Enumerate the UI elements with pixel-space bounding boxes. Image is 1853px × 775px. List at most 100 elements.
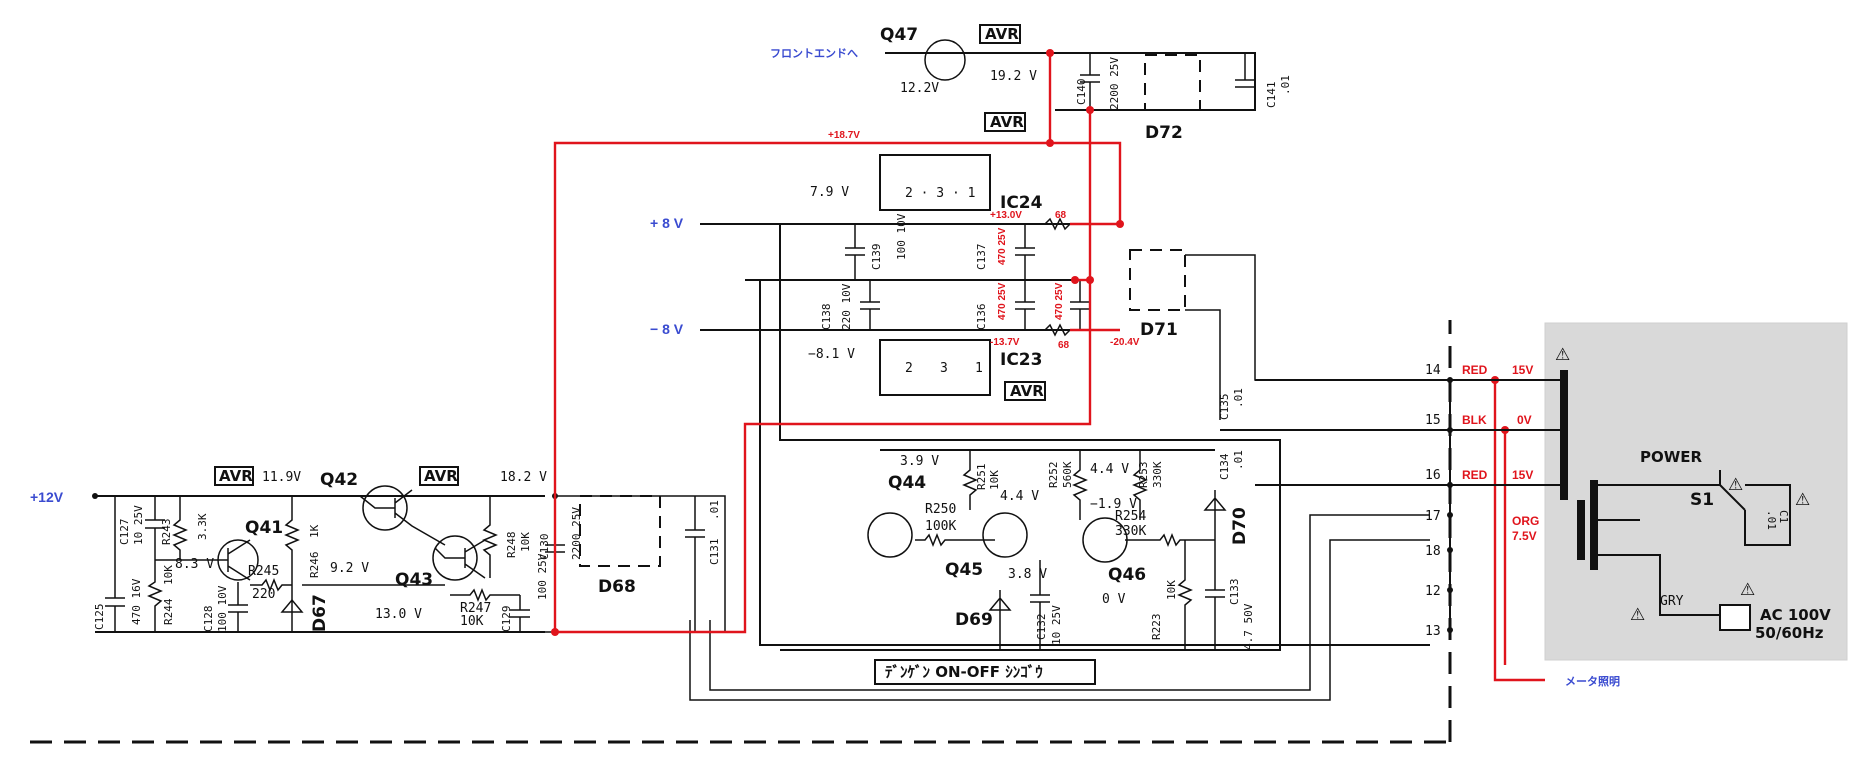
r245-value: 220 <box>252 587 275 602</box>
rail-minus8-label: − 8 V <box>650 321 684 337</box>
r247-label: R247 <box>460 601 491 616</box>
r246-value: 1K <box>308 524 321 538</box>
c141-value: .01 <box>1279 75 1292 95</box>
q41-v83: 8.3 V <box>175 557 214 572</box>
r252-label: R252 <box>1047 462 1060 489</box>
q42-v92: 9.2 V <box>330 561 369 576</box>
avr-tag-q43: AVR <box>424 467 458 485</box>
s1-label: S1 <box>1690 490 1714 510</box>
connector: 14 15 16 17 18 12 13 RED BLK RED 15V 0V … <box>1220 363 1560 640</box>
pin-13: 13 <box>1425 624 1441 639</box>
c140-value: 2200 25V <box>1108 57 1121 110</box>
q46-label: Q46 <box>1108 565 1146 585</box>
r254-label: R254 <box>1115 509 1146 524</box>
q43-symbol <box>432 535 478 581</box>
r251-label: R251 <box>975 464 988 491</box>
power-label: POWER <box>1640 448 1703 466</box>
tap-15v-1: 15V <box>1512 363 1533 377</box>
gry-label: GRY <box>1660 594 1684 609</box>
q47-stage: フロントエンドへ Q47 AVR 12.2V 19.2 V AVR C140 2… <box>770 24 1292 143</box>
r253-value: 330K <box>1151 461 1164 488</box>
avr-tag-q47: AVR <box>985 25 1019 43</box>
dual-regulator: 2 · 3 · 1 IC24 2 3 1 IC23 AVR + 8 V − 8 … <box>650 154 1430 651</box>
ic24-v130: +13.0V <box>990 210 1022 221</box>
power-seq-label: ﾃﾞﾝｹﾞﾝ ON-OFF ｼﾝｺﾞｳ <box>885 663 1043 681</box>
c130-value: 2200 25V <box>570 507 583 560</box>
r248-value: 10K <box>519 532 532 552</box>
c132-value: 10 25V <box>1050 605 1063 645</box>
warn-3: ⚠ <box>1795 490 1810 510</box>
pin-12: 12 <box>1425 584 1441 599</box>
c128-value: 100 10V <box>216 585 229 632</box>
q43-label: Q43 <box>395 570 433 590</box>
c138-value: 220 10V <box>840 283 853 330</box>
r248-label: R248 <box>505 532 518 559</box>
wire-blk: BLK <box>1462 413 1487 427</box>
q43-v182: 18.2 V <box>500 470 547 485</box>
q45-label: Q45 <box>945 560 983 580</box>
c136-label: C136 <box>975 304 988 331</box>
r68a-label: 68 <box>1055 210 1067 221</box>
c1-label: C1 <box>1777 510 1790 523</box>
r68b-label: 68 <box>1058 340 1070 351</box>
c127-value: 10 25V <box>132 505 145 545</box>
c139-value: 100 10V <box>895 213 908 260</box>
c135-value: .01 <box>1232 388 1245 408</box>
q47-symbol <box>924 39 966 81</box>
pin-16: 16 <box>1425 468 1441 483</box>
d72-label: D72 <box>1145 123 1183 143</box>
c140-label: C140 <box>1075 79 1088 106</box>
c136-value: 470 25V <box>997 282 1008 320</box>
ic24-pins: 2 · 3 · 1 <box>905 186 975 201</box>
r244-value: 10K <box>162 565 175 585</box>
q45-v44: 4.4 V <box>1000 489 1039 504</box>
ac-label: AC 100V <box>1760 606 1831 624</box>
warn-1: ⚠ <box>1555 345 1570 365</box>
c129-label: C129 <box>500 606 513 633</box>
c135-label: C135 <box>1218 394 1231 421</box>
c134-value: .01 <box>1232 450 1245 470</box>
r250-value: 100K <box>925 519 956 534</box>
d69-label: D69 <box>955 610 993 630</box>
warn-4: ⚠ <box>1740 580 1755 600</box>
r223-value: 10K <box>1165 580 1178 600</box>
rail-plus8-label: + 8 V <box>650 215 684 231</box>
q47-label: Q47 <box>880 25 918 45</box>
ic23-box <box>879 339 991 396</box>
c137-label: C137 <box>975 244 988 271</box>
ic23-vm81: −8.1 V <box>808 347 855 362</box>
r254-value: 330K <box>1115 524 1146 539</box>
regulator-12v: +12V C125 470 16V C127 10 25V R243 3.3K … <box>30 466 726 635</box>
front-end-label: フロントエンドへ <box>770 47 858 60</box>
avr-tag-ic24: AVR <box>990 113 1024 131</box>
rail-plus12-label: +12V <box>30 489 64 505</box>
r253-label: R253 <box>1137 462 1150 489</box>
avr-tag-ic23: AVR <box>1010 382 1044 400</box>
c127-label: C127 <box>118 519 131 546</box>
c131-value: .01 <box>708 500 721 520</box>
c129-value: 100 25V <box>536 553 549 600</box>
pin-17: 17 <box>1425 509 1441 524</box>
red-trace: +18.7V メータ照明 <box>551 49 1620 688</box>
warn-2: ⚠ <box>1728 475 1743 495</box>
power-seq-box <box>874 659 1096 685</box>
q42-v119: 11.9V <box>262 470 301 485</box>
r244-label: R244 <box>162 598 175 625</box>
r243-value: 3.3K <box>196 513 209 540</box>
r252-value: 560K <box>1061 461 1074 488</box>
transformer: POWER S1 C1 .01 GRY AC 100V 50/60Hz ⚠ ⚠ … <box>1555 345 1831 642</box>
wire-red-1: RED <box>1462 363 1488 377</box>
wire-red-2: RED <box>1462 468 1488 482</box>
r223-label: R223 <box>1150 614 1163 641</box>
d71-label: D71 <box>1140 320 1178 340</box>
c131-label: C131 <box>708 539 721 566</box>
ic23-vm204: -20.4V <box>1110 337 1140 348</box>
q42-label: Q42 <box>320 470 358 490</box>
q44-label: Q44 <box>888 473 926 493</box>
ic23-pin3: 3 <box>940 361 948 376</box>
q47-v122: 12.2V <box>900 81 939 96</box>
r250-label: R250 <box>925 502 956 517</box>
q44-v39: 3.9 V <box>900 454 939 469</box>
v187-label: +18.7V <box>828 130 860 141</box>
